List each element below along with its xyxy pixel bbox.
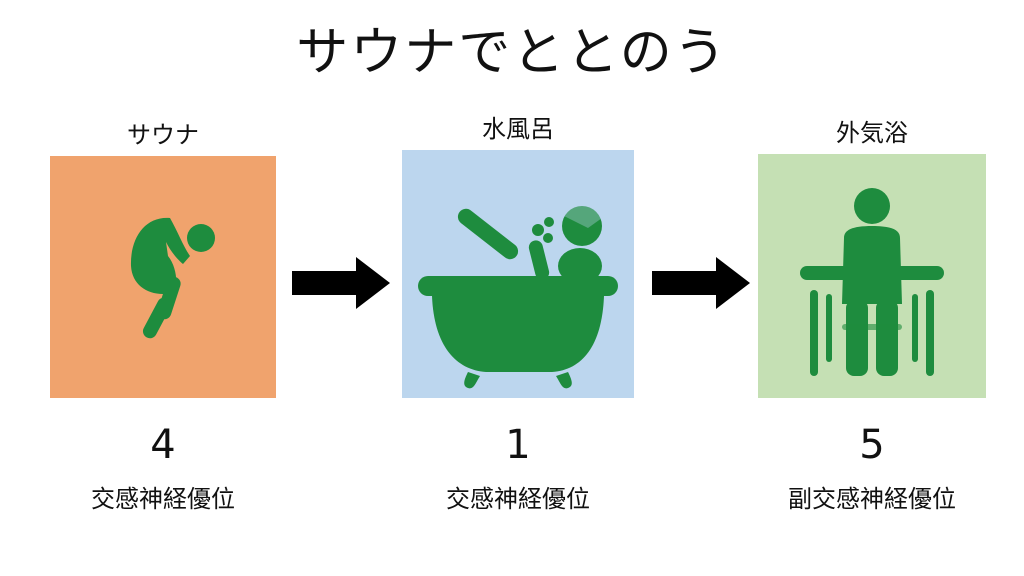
stage-cold-bath: 水風呂: [402, 114, 634, 520]
stage-outdoor-rest: 外気浴: [758, 118, 986, 520]
stage-value: 5: [859, 422, 885, 468]
stage-label: サウナ: [127, 121, 199, 149]
person-seated-icon: [758, 154, 986, 398]
stage-value: 1: [505, 422, 531, 468]
stage-sauna: サウナ 4 交感神経優位: [50, 120, 276, 520]
person-hunched-icon: [50, 156, 276, 398]
stage-label: 外気浴: [836, 119, 908, 147]
stage-value: 4: [150, 422, 176, 468]
stage-icon-box: [50, 156, 276, 398]
stage-effect: 交感神経優位: [446, 485, 590, 513]
arrow-right-icon: [652, 257, 750, 309]
bathtub-icon: [402, 150, 634, 398]
arrow-right-icon: [292, 257, 390, 309]
stage-icon-box: [758, 154, 986, 398]
stage-effect: 交感神経優位: [91, 485, 235, 513]
stage-label: 水風呂: [482, 115, 554, 143]
page-title: サウナでととのう: [296, 23, 728, 83]
stage-icon-box: [402, 150, 634, 398]
stage-effect: 副交感神経優位: [788, 485, 956, 513]
